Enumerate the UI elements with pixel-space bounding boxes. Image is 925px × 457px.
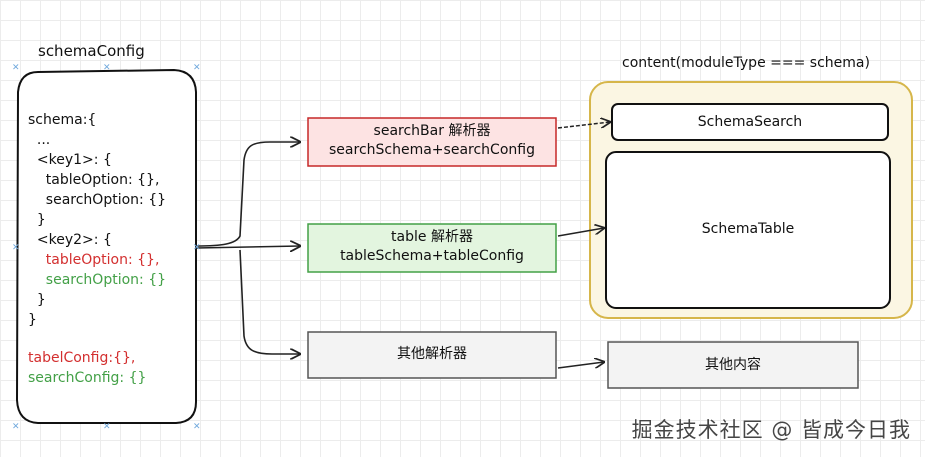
schema-search-box[interactable]: [611, 103, 889, 141]
code-line: tabelConfig:{},: [28, 350, 136, 366]
code-line: tableOption: {},: [28, 172, 160, 188]
handle-tm-icon[interactable]: ✕: [103, 63, 111, 73]
search-parser-line1: searchBar 解析器: [373, 123, 491, 139]
other-to-content-arrow: [557, 362, 604, 369]
table-to-schematable-arrow: [557, 228, 604, 237]
other-content-box[interactable]: [607, 341, 859, 389]
code-line: searchOption: {}: [28, 272, 167, 288]
table-parser-box[interactable]: [307, 223, 557, 273]
code-line: <key1>: {: [28, 152, 112, 168]
code-line: <key2>: {: [28, 232, 112, 248]
other-content-label: 其他内容: [705, 357, 761, 373]
handle-bl-icon[interactable]: ✕: [12, 422, 20, 432]
branch-connector: [195, 142, 300, 247]
schema-config-code: schema:{ ... <key1>: { tableOption: {}, …: [28, 110, 166, 330]
schema-config-footer: tabelConfig:{}, searchConfig: {}: [28, 348, 146, 388]
content-title: content(moduleType === schema): [622, 55, 870, 71]
branch-connector-mid: [195, 246, 300, 248]
other-parser-box[interactable]: [307, 331, 557, 379]
code-line: tableOption: {},: [28, 252, 160, 268]
code-line: ...: [28, 132, 51, 148]
other-parser-label: 其他解析器: [397, 346, 467, 362]
code-line: }: [28, 212, 46, 228]
handle-mr-icon[interactable]: ✕: [193, 243, 201, 253]
code-line: }: [28, 292, 46, 308]
schema-table-label: SchemaTable: [701, 221, 795, 237]
branch-connector-low: [239, 249, 300, 354]
schema-config-title: schemaConfig: [38, 42, 145, 60]
table-parser-line1: table 解析器: [391, 229, 473, 245]
search-parser-label: searchBar 解析器 searchSchema+searchConfig: [308, 122, 556, 160]
handle-bm-icon[interactable]: ✕: [103, 422, 111, 432]
table-parser-line2: tableSchema+tableConfig: [340, 248, 524, 264]
code-line: }: [28, 312, 37, 328]
schema-config-box[interactable]: [15, 68, 197, 424]
code-line: searchOption: {}: [28, 192, 167, 208]
table-parser-label: table 解析器 tableSchema+tableConfig: [308, 228, 556, 266]
watermark: 掘金技术社区 @ 皆成今日我: [631, 418, 911, 442]
schema-search-label: SchemaSearch: [697, 114, 803, 130]
code-line: schema:{: [28, 112, 97, 128]
handle-br-icon[interactable]: ✕: [193, 422, 201, 432]
handle-tr-icon[interactable]: ✕: [193, 63, 201, 73]
code-line: searchConfig: {}: [28, 370, 147, 386]
handle-ml-icon[interactable]: ✕: [12, 243, 20, 253]
schema-table-box[interactable]: [605, 151, 891, 309]
handle-tl-icon[interactable]: ✕: [12, 63, 20, 73]
search-to-schemasearch-arrow: [557, 122, 610, 129]
search-parser-box[interactable]: [307, 117, 557, 167]
search-parser-line2: searchSchema+searchConfig: [329, 142, 535, 158]
